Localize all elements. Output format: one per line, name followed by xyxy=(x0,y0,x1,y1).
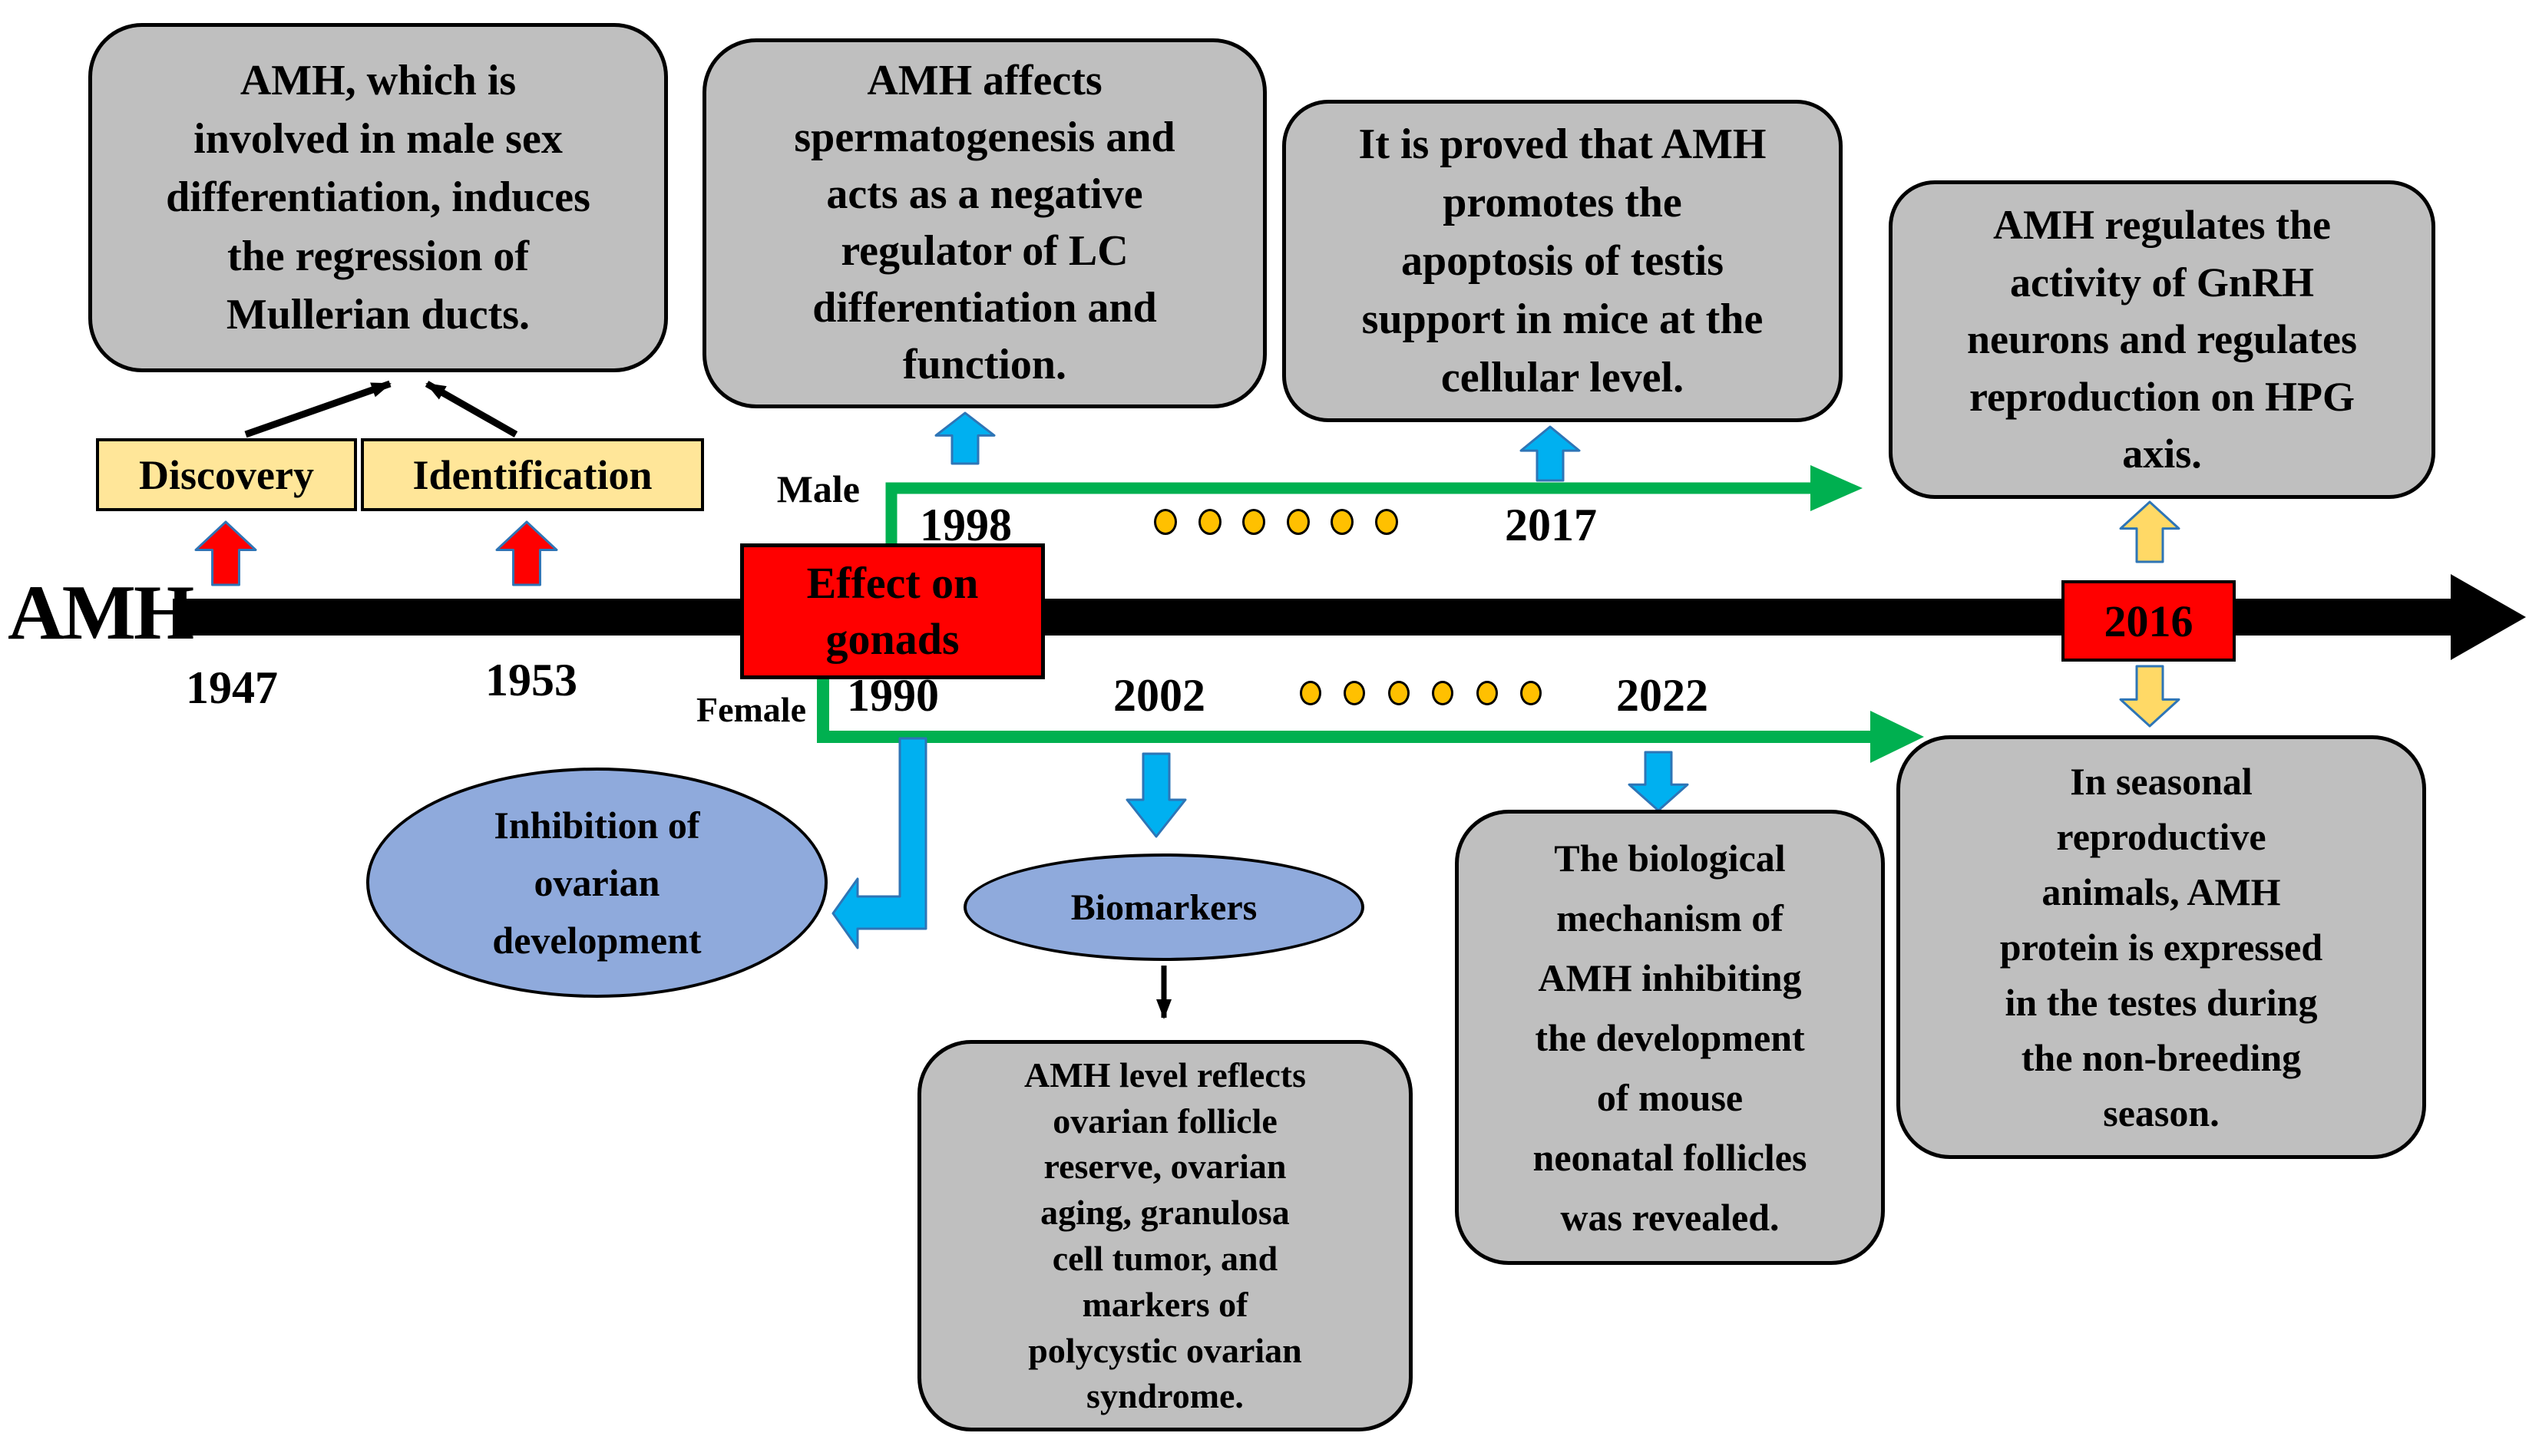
down-arrow-2022-icon xyxy=(1629,752,1688,811)
biomarkers-label: Biomarkers xyxy=(1070,886,1258,928)
male-branch-label: Male xyxy=(776,467,860,510)
timeline-dot xyxy=(1300,681,1321,705)
female-branch-line xyxy=(817,675,1870,743)
note-biological-text: The biological mechanism of AMH inhibiti… xyxy=(1532,836,1807,1239)
identification-to-note-arrow xyxy=(425,381,518,437)
axis-label-text: AMH xyxy=(8,569,194,656)
note-seasonal-text: In seasonal reproductive animals, AMH pr… xyxy=(1999,760,2323,1134)
discovery-label: Discovery xyxy=(139,451,314,498)
note-amh-level: AMH level reflects ovarian follicle rese… xyxy=(917,1040,1413,1431)
note-spermatogenesis-text: AMH affects spermatogenesis and acts as … xyxy=(794,57,1175,388)
timeline-dot xyxy=(1519,681,1542,705)
up-arrow-1947-icon xyxy=(196,522,256,585)
note-mullerian: AMH, which is involved in male sex diffe… xyxy=(88,23,668,372)
inhibition-label: Inhibition of ovarian development xyxy=(492,803,702,962)
timeline-dot xyxy=(1242,509,1266,535)
effect-on-gonads-label: Effect on gonads xyxy=(806,558,979,664)
timeline-dot xyxy=(1432,681,1454,705)
timeline-dot xyxy=(1387,681,1410,705)
female-branch-arrowhead-icon xyxy=(1870,711,1924,763)
timeline-dot xyxy=(1154,509,1177,535)
year-1953: 1953 xyxy=(485,655,577,705)
year-1998: 1998 xyxy=(920,500,1012,550)
timeline-dot xyxy=(1344,681,1366,705)
year-2017: 2017 xyxy=(1505,500,1597,550)
note-biological: The biological mechanism of AMH inhibiti… xyxy=(1455,810,1885,1265)
timeline-dot xyxy=(1476,681,1498,705)
note-gnrh-text: AMH regulates the activity of GnRH neuro… xyxy=(1966,202,2358,477)
down-arrow-2002-icon xyxy=(1127,754,1185,837)
discovery-to-note-arrow xyxy=(244,380,392,438)
up-arrow-2016-icon xyxy=(2121,502,2179,562)
female-ellipsis-dots xyxy=(1300,680,1542,706)
milestone-2016-box: 2016 xyxy=(2061,580,2236,662)
note-seasonal: In seasonal reproductive animals, AMH pr… xyxy=(1896,735,2426,1159)
effect-on-gonads-box: Effect on gonads xyxy=(740,543,1045,679)
main-timeline-arrowhead-icon xyxy=(2451,574,2526,660)
elbow-arrow-1990-icon xyxy=(814,738,929,952)
milestone-2016-label: 2016 xyxy=(2104,596,2193,646)
timeline-dot xyxy=(1331,509,1354,535)
note-gnrh: AMH regulates the activity of GnRH neuro… xyxy=(1889,180,2435,499)
note-amh-level-text: AMH level reflects ovarian follicle rese… xyxy=(1024,1055,1306,1416)
timeline-dot xyxy=(1198,509,1222,535)
up-arrow-2017-icon xyxy=(1521,427,1579,480)
year-2022: 2022 xyxy=(1616,670,1708,721)
note-mullerian-text: AMH, which is involved in male sex diffe… xyxy=(166,57,590,338)
axis-label: AMH xyxy=(8,569,194,656)
female-branch-label: Female xyxy=(696,690,806,729)
identification-label: Identification xyxy=(412,451,653,498)
note-apoptosis-text: It is proved that AMH promotes the apopt… xyxy=(1358,120,1767,402)
identification-box: Identification xyxy=(361,438,704,511)
male-ellipsis-dots xyxy=(1154,508,1398,536)
year-2002: 2002 xyxy=(1113,670,1205,721)
year-1947: 1947 xyxy=(186,662,278,713)
up-arrow-1998-icon xyxy=(936,413,994,464)
male-branch-arrowhead-icon xyxy=(1810,465,1863,511)
biomarkers-ellipse: Biomarkers xyxy=(964,853,1364,961)
male-branch-line xyxy=(885,482,1810,546)
note-apoptosis: It is proved that AMH promotes the apopt… xyxy=(1282,100,1843,422)
down-arrow-2016-icon xyxy=(2121,666,2179,726)
note-spermatogenesis: AMH affects spermatogenesis and acts as … xyxy=(702,38,1267,408)
timeline-dot xyxy=(1374,509,1398,535)
discovery-box: Discovery xyxy=(96,438,357,511)
inhibition-ellipse: Inhibition of ovarian development xyxy=(366,768,828,998)
timeline-dot xyxy=(1286,509,1310,535)
up-arrow-1953-icon xyxy=(497,522,557,585)
